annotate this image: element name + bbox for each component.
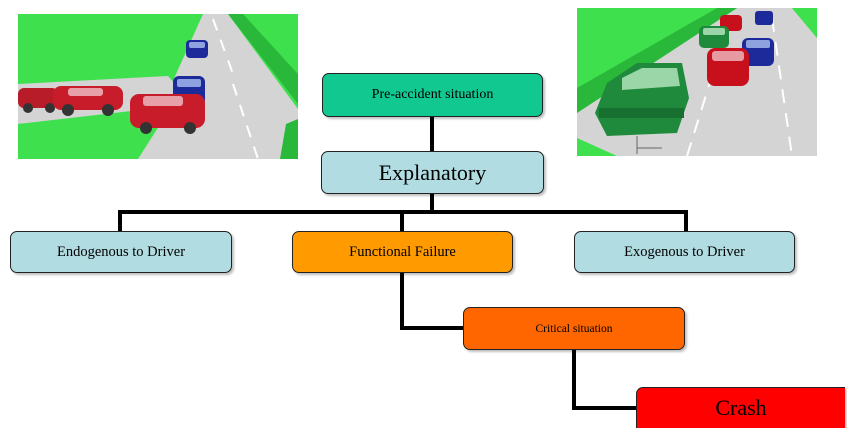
- green-car-small: [699, 26, 729, 48]
- left-road-scene-image: [18, 14, 298, 159]
- node-critical-situation: Critical situation: [463, 307, 685, 350]
- red-car-3: [130, 94, 205, 134]
- connector-critical-to-crash: [572, 349, 637, 410]
- node-explanatory: Explanatory: [321, 151, 544, 194]
- red-car-mid: [707, 48, 749, 86]
- node-pre-accident-situation: Pre-accident situation: [322, 73, 543, 117]
- green-car-large: [595, 63, 689, 136]
- node-critical-label: Critical situation: [535, 322, 613, 335]
- red-car-2: [53, 86, 123, 116]
- blue-car-top: [755, 11, 773, 25]
- red-car-1: [18, 88, 58, 113]
- node-functional-failure: Functional Failure: [292, 231, 513, 273]
- node-exogenous-to-driver: Exogenous to Driver: [574, 231, 795, 273]
- connector-functional-to-critical: [400, 272, 464, 330]
- node-crash: Crash: [636, 387, 845, 428]
- node-functional-failure-label: Functional Failure: [349, 243, 456, 260]
- blue-car-mid: [742, 38, 774, 66]
- node-explanatory-label: Explanatory: [378, 159, 487, 185]
- blue-car-far: [186, 40, 208, 58]
- node-crash-label: Crash: [715, 395, 767, 420]
- node-endogenous-to-driver: Endogenous to Driver: [10, 231, 232, 273]
- node-pre-accident-label: Pre-accident situation: [371, 87, 494, 102]
- node-exogenous-label: Exogenous to Driver: [624, 243, 745, 260]
- node-endogenous-label: Endogenous to Driver: [56, 243, 186, 260]
- right-road-scene-image: [577, 8, 817, 156]
